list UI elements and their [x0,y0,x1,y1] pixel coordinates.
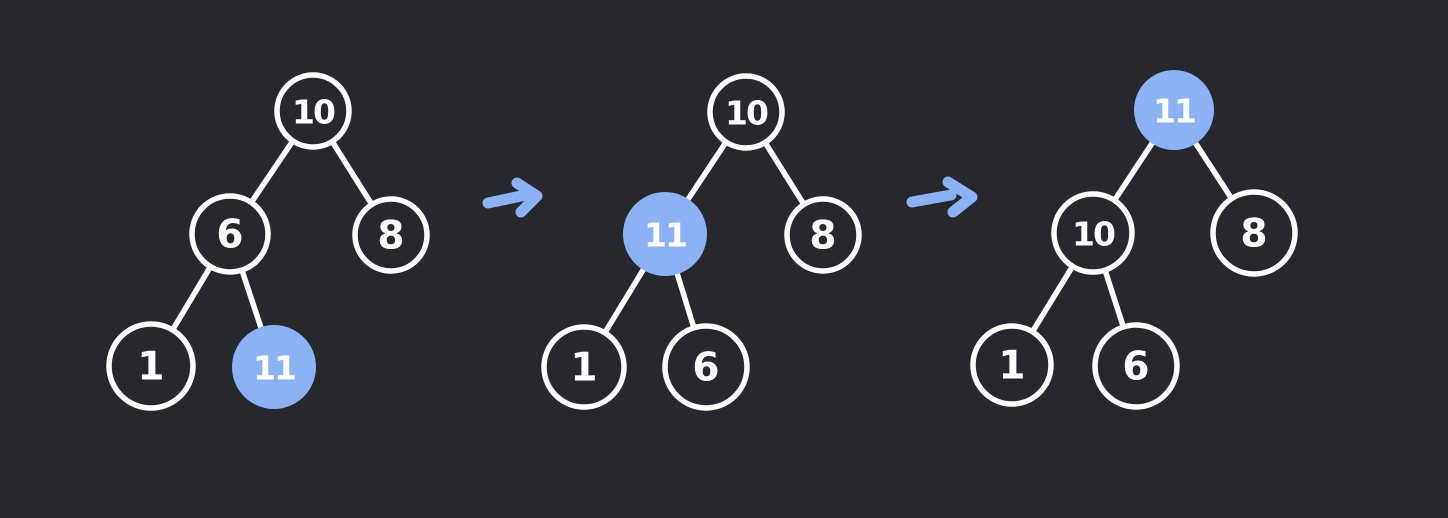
node-circle [1051,191,1135,275]
tree-node-step-2-8: 8 [784,196,862,274]
node-circle [189,193,271,275]
node-label: 6 [692,346,719,391]
tree-node-step-2-10: 10 [707,73,785,151]
arrow-shaft [906,189,957,208]
node-label: 11 [253,349,295,388]
node-circle [1092,322,1180,410]
arrow-head [942,176,978,218]
tree-node-step-2-6: 6 [662,323,750,411]
node-circle [274,72,352,150]
node-label: 1 [998,344,1025,389]
node-circle [970,323,1054,407]
node-label: 6 [1122,345,1149,390]
highlighted-node-circle [1134,70,1214,150]
arrow-step1-to-step2-icon [482,177,543,218]
node-circle [352,196,430,274]
node-circle [707,73,785,151]
node-label: 1 [570,346,597,391]
arrow-head [511,177,543,218]
node-label: 8 [377,214,404,259]
node-label: 1 [137,345,164,390]
node-circle [662,323,750,411]
node-circle [784,196,862,274]
tree-node-step-3-11: 11 [1134,70,1214,150]
node-label: 11 [644,216,686,255]
tree-node-step-3-1: 1 [970,323,1054,407]
tree-node-step-2-11: 11 [623,192,707,276]
tree-node-step-1-10: 10 [274,72,352,150]
node-circle [1210,189,1298,277]
arrow-shaft [482,189,532,209]
highlighted-node-circle [232,325,316,409]
node-label: 10 [1072,215,1115,254]
node-label: 8 [1240,212,1267,257]
tree-node-step-2-1: 1 [541,324,627,410]
tree-step-2: 10 11 8 1 6 [541,73,862,411]
node-label: 8 [809,214,836,259]
tree-node-step-1-11: 11 [232,325,316,409]
node-label: 10 [725,94,768,133]
tree-node-step-3-8: 8 [1210,189,1298,277]
tree-node-step-1-6: 6 [189,193,271,275]
tree-node-step-1-8: 8 [352,196,430,274]
tree-node-step-3-10: 10 [1051,191,1135,275]
tree-step-3: 11 10 8 1 6 [970,70,1298,410]
node-label: 10 [292,93,335,132]
node-label: 11 [1153,92,1195,131]
tree-node-step-3-6: 6 [1092,322,1180,410]
highlighted-node-circle [623,192,707,276]
node-circle [106,321,196,411]
node-label: 6 [216,213,243,258]
node-circle [541,324,627,410]
arrow-step2-to-step3-icon [906,176,978,218]
tree-node-step-1-1: 1 [106,321,196,411]
